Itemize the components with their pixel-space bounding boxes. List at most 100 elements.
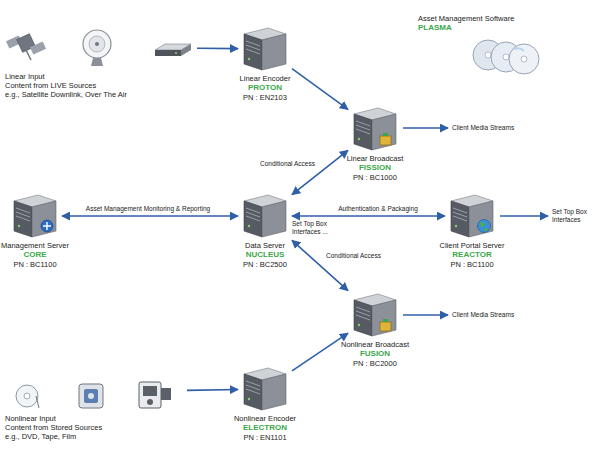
icon-shape <box>244 201 262 237</box>
node-label: Nonlinear Input <box>5 414 210 423</box>
code-name: NUCLEUS <box>215 250 315 260</box>
node-label: PN : BC2000 <box>325 359 425 368</box>
icon-box <box>5 372 185 412</box>
icon-shape <box>36 396 39 408</box>
icon-box <box>5 24 195 70</box>
icon-shape <box>262 34 286 70</box>
icon-shape <box>91 58 103 66</box>
code-name: REACTOR <box>422 250 522 260</box>
icon-shape <box>240 193 290 239</box>
icon-box <box>240 366 290 412</box>
icon-shape <box>503 54 509 60</box>
icon-shape <box>383 133 388 136</box>
server-node: Nonlinear EncoderELECTRONPN : EN1101 <box>215 366 315 442</box>
spacer <box>215 72 315 74</box>
icon-shape <box>350 106 400 152</box>
node-label: e.g., DVD, Tape, Film <box>5 432 210 441</box>
icon-shape <box>181 44 191 56</box>
code-name: FISSION <box>325 163 425 173</box>
edge-label: Conditional Access <box>316 252 391 260</box>
icon-shape <box>24 393 30 399</box>
icon-shape <box>380 322 391 331</box>
server-node: Management ServerCOREPN : BC1100 <box>0 193 80 269</box>
icon-box <box>240 26 290 72</box>
icon-shape <box>451 201 469 237</box>
icon-shape <box>32 201 56 237</box>
icon-shape <box>455 225 457 227</box>
icon-shape <box>262 374 286 410</box>
node-label: Data Server <box>215 241 315 250</box>
icon-box <box>350 106 400 152</box>
connector-arrow <box>187 389 238 391</box>
icon-box <box>240 193 290 239</box>
icon-shape <box>175 52 177 54</box>
icon-shape <box>248 225 250 227</box>
icon-shape <box>16 385 38 407</box>
icon-shape <box>380 136 391 145</box>
icon-shape <box>83 30 111 58</box>
node-label: PN : BC1000 <box>325 173 425 182</box>
icon-shape <box>5 24 195 70</box>
node-label: PN : BC1100 <box>0 260 80 269</box>
spacer <box>215 239 315 241</box>
edge-label: Asset Management Monitoring & Reporting <box>68 205 228 213</box>
icon-shape <box>240 366 290 412</box>
icon-shape <box>354 114 372 150</box>
connector-arrow <box>292 215 445 217</box>
icon-shape <box>246 49 260 54</box>
icon-shape <box>84 389 98 403</box>
icon-shape <box>358 324 360 326</box>
spacer <box>422 239 522 241</box>
icon-box <box>10 193 60 239</box>
edge-label: Authentication & Packaging <box>318 205 438 213</box>
node-label: Linear Broadcast <box>325 154 425 163</box>
icon-shape <box>240 26 290 72</box>
icon-shape <box>447 193 497 239</box>
stream-arrow <box>403 127 448 129</box>
node-label: PN : EN1101 <box>215 433 315 442</box>
icon-shape <box>143 386 157 396</box>
icon-shape <box>244 34 262 70</box>
icon-box <box>447 193 497 239</box>
spacer <box>0 239 80 241</box>
icon-shape <box>18 225 20 227</box>
icon-shape <box>509 44 539 74</box>
free-label: Set Top Box Interfaces <box>552 208 607 224</box>
node-label: PN : BC2500 <box>215 260 315 269</box>
spacer <box>325 152 425 154</box>
node-label: Nonlinear Encoder <box>215 414 315 423</box>
free-label: Client Media Streams <box>452 311 542 319</box>
icon-shape <box>248 58 250 60</box>
icon-shape <box>10 193 60 239</box>
icon-shape <box>469 201 493 237</box>
node-label: PN : BC1100 <box>422 260 522 269</box>
node-label: Nonlinear Broadcast <box>325 340 425 349</box>
connector-arrow <box>197 47 238 49</box>
node-label: e.g., Satellite Downlink, Over The Air <box>5 90 210 99</box>
icon-shape <box>248 398 250 400</box>
icon-shape <box>480 222 488 231</box>
code-name: PLASMA <box>418 23 568 33</box>
icon-shape <box>88 393 94 399</box>
icon-shape <box>246 216 260 221</box>
source-node: Nonlinear InputContent from Stored Sourc… <box>5 372 210 441</box>
icon-shape <box>521 56 527 62</box>
icon-shape <box>350 292 400 338</box>
icon-shape <box>26 50 31 60</box>
icon-shape <box>383 319 388 322</box>
edge-label: Conditional Access <box>250 160 325 168</box>
icon-shape <box>514 48 524 51</box>
icon-shape <box>41 220 53 232</box>
node-label: Linear Input <box>5 72 210 81</box>
icon-shape <box>244 374 262 410</box>
icon-shape <box>372 114 396 150</box>
icon-shape <box>79 384 103 408</box>
icon-shape <box>139 382 161 408</box>
node-label: Management Server <box>0 241 80 250</box>
server-node: Linear EncoderPROTONPN : EN2103 <box>215 26 315 102</box>
icon-box <box>440 35 540 75</box>
icon-shape <box>485 52 491 58</box>
server-node: Linear BroadcastFISSIONPN : BC1000 <box>325 106 425 182</box>
spacer <box>5 412 210 414</box>
